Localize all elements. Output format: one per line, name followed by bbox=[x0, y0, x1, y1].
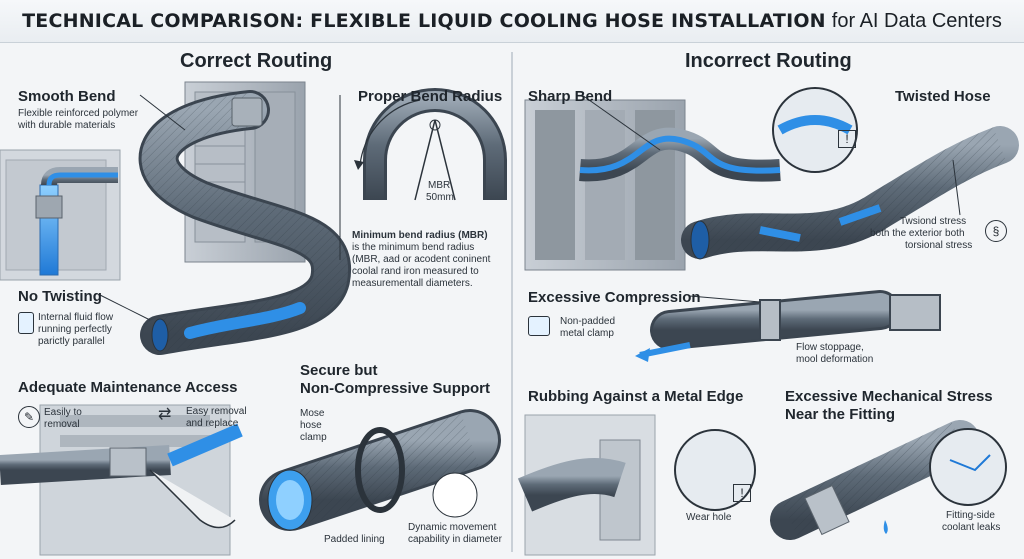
no-twisting-note-1: Internal fluid flow bbox=[38, 312, 114, 323]
flow-icon bbox=[18, 312, 34, 334]
maintenance-note-a1: Easily to bbox=[44, 407, 82, 418]
stress-label-1: Excessive Mechanical Stress bbox=[785, 388, 993, 405]
page-title: TECHNICAL COMPARISON: FLEXIBLE LIQUID CO… bbox=[22, 10, 826, 32]
padded-lining-note: Padded lining bbox=[324, 534, 385, 545]
rubbing-label: Rubbing Against a Metal Edge bbox=[528, 388, 744, 405]
title-bar: TECHNICAL COMPARISON: FLEXIBLE LIQUID CO… bbox=[0, 0, 1024, 43]
mbr-note-2: is the minimum bend radius bbox=[352, 242, 475, 253]
fitting-stress-hose bbox=[770, 420, 1007, 540]
incorrect-routing-heading: Incorrect Routing bbox=[685, 50, 852, 72]
rubbing-panel bbox=[517, 414, 756, 556]
mbr-note-5: measurementall diameters. bbox=[352, 278, 473, 289]
mbr-note-1: Minimum bend radius (MBR) bbox=[352, 230, 488, 241]
maintenance-note-b1: Easy removal bbox=[186, 406, 247, 417]
wrench-icon: ✎ bbox=[18, 406, 40, 428]
mbr-gauge-value: 50mm bbox=[426, 192, 454, 203]
smooth-bend-label: Smooth Bend bbox=[18, 88, 116, 105]
clamp-icon bbox=[528, 316, 550, 336]
compression-note-2: metal clamp bbox=[560, 328, 614, 339]
server-rack-right bbox=[524, 99, 686, 271]
dynamic-note-1: Dynamic movement bbox=[408, 522, 497, 533]
sharp-bend-hose bbox=[579, 87, 858, 182]
smooth-bend-hose bbox=[138, 90, 352, 355]
smooth-bend-note-2: with durable materials bbox=[18, 120, 116, 131]
no-twisting-note-3: parictly parallel bbox=[38, 336, 105, 347]
support-label-1: Secure but bbox=[300, 362, 378, 379]
compressed-hose bbox=[635, 290, 941, 362]
twisted-hose-label: Twisted Hose bbox=[895, 88, 991, 105]
support-hose bbox=[259, 409, 501, 531]
page-subtitle: for AI Data Centers bbox=[831, 9, 1002, 32]
twist-icon: § bbox=[985, 220, 1007, 242]
dynamic-note-2: capability in diameter bbox=[408, 534, 502, 545]
flow-stoppage-note-2: mool deformation bbox=[796, 354, 874, 365]
bend-radius-label: Proper Bend Radius bbox=[358, 88, 503, 105]
clamp-note-1: Mose bbox=[300, 408, 325, 419]
twisted-note-3: torsional stress bbox=[905, 240, 973, 251]
pipe-rack-left bbox=[0, 149, 121, 281]
compression-note-1: Non-padded bbox=[560, 316, 616, 327]
maintenance-label: Adequate Maintenance Access bbox=[18, 379, 238, 396]
sharp-bend-label: Sharp Bend bbox=[528, 88, 613, 105]
warning-icon-wear: ! bbox=[733, 484, 751, 502]
mbr-note-4: coolal rand iron measured to bbox=[352, 266, 479, 277]
bend-radius-diagram bbox=[354, 88, 507, 201]
leak-note-1: Fitting-side bbox=[946, 510, 995, 521]
no-twisting-note-2: running perfectly bbox=[38, 324, 112, 335]
clamp-note-2: hose bbox=[300, 420, 322, 431]
stress-label-2: Near the Fitting bbox=[785, 406, 896, 423]
mbr-note-3: (MBR, aad or acodent coninent bbox=[352, 254, 491, 265]
smooth-bend-note-1: Flexible reinforced polymer bbox=[18, 108, 139, 119]
no-twisting-label: No Twisting bbox=[18, 288, 102, 305]
maintenance-note-a2: removal bbox=[44, 419, 80, 430]
twisted-note-2: both the exterior both bbox=[870, 228, 965, 239]
clamp-note-3: clamp bbox=[300, 432, 327, 443]
flow-stoppage-note-1: Flow stoppage, bbox=[796, 342, 864, 353]
wear-hole-note: Wear hole bbox=[686, 512, 732, 523]
maintenance-rack bbox=[0, 404, 243, 556]
mbr-gauge-label: MBR bbox=[428, 180, 451, 191]
maintenance-note-b2: and replace bbox=[186, 418, 239, 429]
leak-note-2: coolant leaks bbox=[942, 522, 1001, 533]
support-label-2: Non-Compressive Support bbox=[300, 380, 491, 397]
twisted-note-1: Twsiond stress bbox=[900, 216, 967, 227]
compression-label: Excessive Compression bbox=[528, 289, 701, 306]
correct-routing-heading: Correct Routing bbox=[180, 50, 333, 72]
panel-divider bbox=[511, 52, 513, 552]
swap-arrows-icon: ⇄ bbox=[158, 406, 172, 423]
twisted-hose bbox=[681, 126, 1019, 260]
warning-icon: ! bbox=[838, 130, 856, 148]
leader-lines bbox=[99, 94, 961, 321]
